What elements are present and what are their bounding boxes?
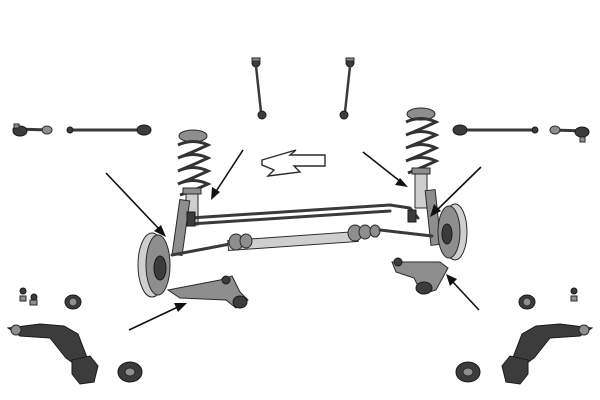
callout-arrow-5 [128,303,187,331]
callout-arrow-2 [211,149,244,200]
lower-control-arm-right [391,257,449,295]
forward-direction-arrow [261,149,326,177]
brake-disc-left [137,232,171,298]
stabilizer-link-right [339,57,355,120]
control-arm-part-left [6,323,143,385]
callout-arrow-1 [105,172,166,237]
brake-disc-right [437,203,468,261]
stabilizer-bar [186,203,420,227]
steering-rack [170,224,434,257]
callout-arrow-4 [430,166,482,217]
ball-joint-kit-left [19,287,38,306]
ball-joint-kit-right [570,287,578,302]
tie-rod-end-left [12,123,53,137]
control-arm-part-right [455,323,594,385]
inner-tie-rod-left [66,124,152,136]
callout-arrow-6 [446,274,480,311]
bushing-right [518,294,536,310]
callout-arrow-3 [362,151,408,187]
inner-tie-rod-right [452,124,539,136]
strut-spring-right [405,107,442,246]
lower-control-arm-left [166,275,249,309]
tie-rod-end-right [549,125,590,143]
strut-spring-left [171,129,212,256]
bushing-left [64,294,82,310]
stabilizer-link-left [251,57,267,120]
